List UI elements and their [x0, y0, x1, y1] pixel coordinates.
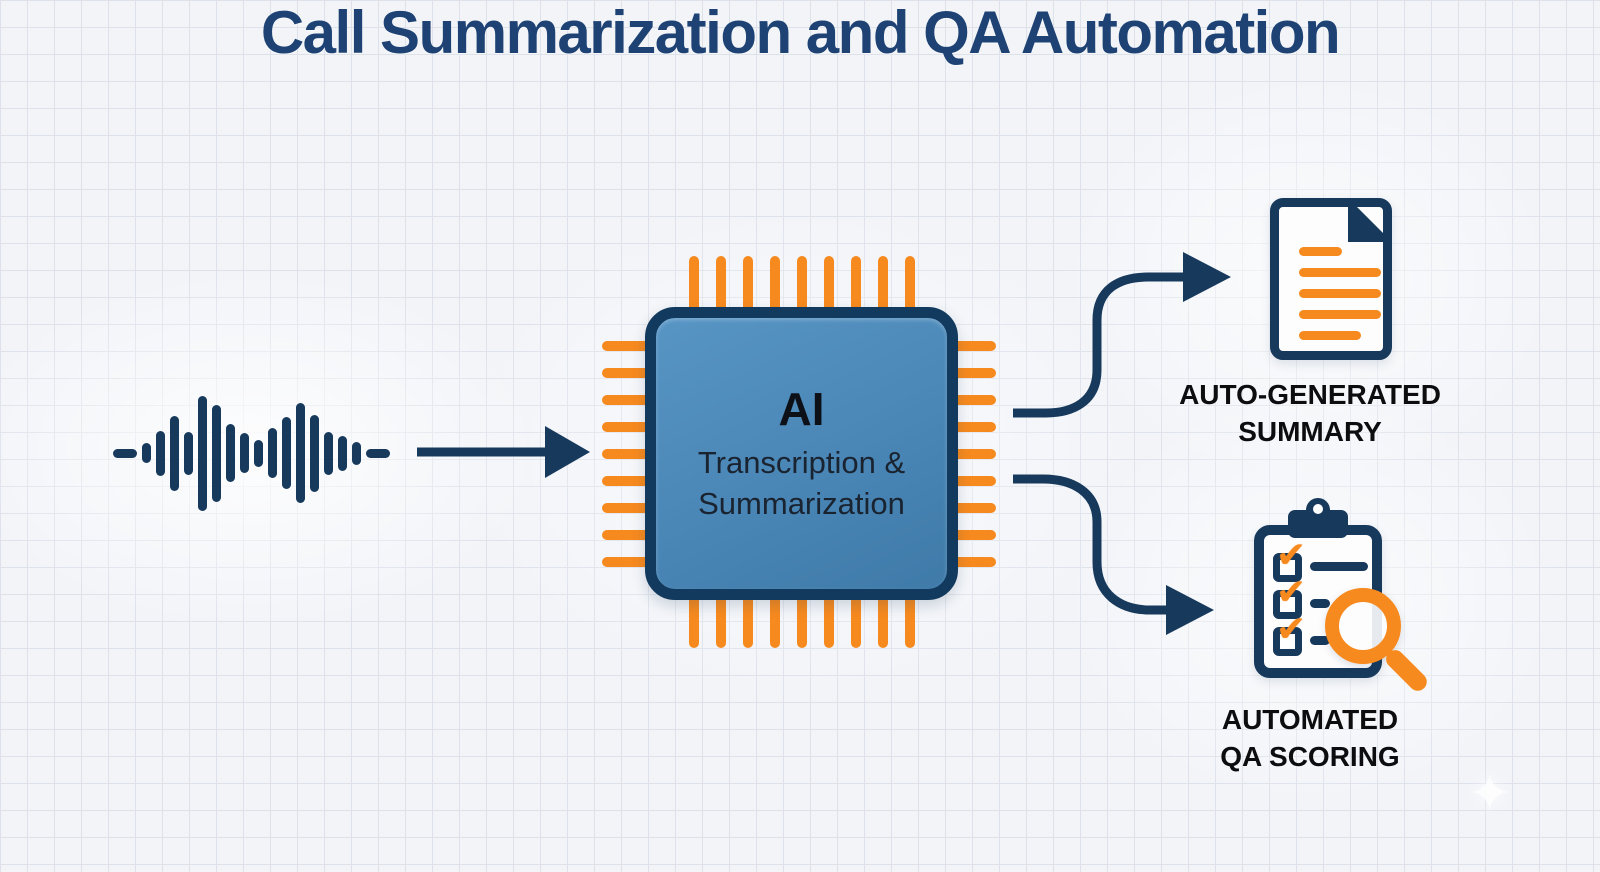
- waveform-bar: [352, 441, 361, 465]
- chip-pin: [904, 590, 915, 648]
- check-icon: ✔: [1276, 571, 1307, 612]
- summary-label: AUTO-GENERATED SUMMARY: [1100, 376, 1520, 450]
- chip-pin: [877, 256, 888, 314]
- waveform-bar: [282, 417, 291, 489]
- waveform-bar: [324, 431, 333, 475]
- waveform-bar: [142, 443, 151, 463]
- chip-pins-right: [948, 307, 996, 600]
- document-text-line: [1299, 289, 1381, 298]
- chip-pin: [602, 529, 650, 540]
- chip-label-line2: Summarization: [698, 485, 905, 521]
- chip-pin: [602, 394, 650, 405]
- chip-pin: [742, 590, 753, 648]
- magnifier-handle-icon: [1382, 646, 1431, 695]
- summary-label-line2: SUMMARY: [1238, 416, 1382, 447]
- document-icon: [1270, 198, 1392, 360]
- check-icon: ✔: [1276, 608, 1307, 649]
- waveform-start-dash: [113, 448, 137, 458]
- chip-pin: [948, 394, 996, 405]
- waveform-bars: [142, 395, 361, 511]
- chip-pin: [769, 256, 780, 314]
- chip-pins-bottom: [645, 590, 958, 648]
- chip-pin: [823, 256, 834, 314]
- checkbox-icon: [1273, 553, 1302, 582]
- qa-label-line1: AUTOMATED: [1221, 704, 1399, 735]
- waveform-bar: [240, 433, 249, 473]
- chip-pin: [602, 340, 650, 351]
- checklist-row: ✔: [1273, 611, 1373, 656]
- chip-pin: [948, 367, 996, 378]
- chip-label-line1: Transcription &: [697, 444, 906, 480]
- chip-pin: [850, 256, 861, 314]
- waveform-end-dash: [366, 448, 390, 458]
- chip-pin: [796, 590, 807, 648]
- qa-arrow-head: [1166, 585, 1214, 635]
- waveform-bar: [198, 395, 207, 511]
- waveform-bar: [310, 414, 319, 492]
- waveform-bar: [184, 431, 193, 475]
- chip-pin: [602, 367, 650, 378]
- chip-pin: [948, 340, 996, 351]
- chip-pin: [948, 448, 996, 459]
- chip-pin: [904, 256, 915, 314]
- qa-label: AUTOMATED QA SCORING: [1100, 701, 1520, 775]
- checklist-line: [1310, 599, 1330, 608]
- checklist-line: [1310, 636, 1330, 645]
- chip-pin: [602, 502, 650, 513]
- checklist-line: [1310, 562, 1368, 571]
- waveform-bar: [212, 404, 221, 502]
- waveform-bar: [156, 430, 165, 476]
- chip-pin: [948, 556, 996, 567]
- summary-label-line1: AUTO-GENERATED: [1179, 379, 1441, 410]
- audio-waveform-icon: [113, 389, 390, 517]
- waveform-bar: [296, 403, 305, 503]
- document-text-line: [1299, 247, 1342, 256]
- checkbox-icon: [1273, 590, 1302, 619]
- chip-pin: [688, 590, 699, 648]
- waveform-bar: [226, 424, 235, 482]
- chip-pin: [715, 590, 726, 648]
- qa-connector-line: [1013, 474, 1167, 615]
- document-fold-icon: [1348, 198, 1392, 242]
- document-text-line: [1299, 310, 1381, 319]
- waveform-bar: [254, 439, 263, 467]
- waveform-bar: [170, 415, 179, 491]
- chip-pin: [602, 556, 650, 567]
- document-text-line: [1299, 268, 1381, 277]
- chip-pin: [715, 256, 726, 314]
- input-arrow-head: [545, 426, 590, 478]
- chip-pin: [688, 256, 699, 314]
- document-text-line: [1299, 331, 1361, 340]
- chip-pins-left: [602, 307, 650, 600]
- chip-pin: [877, 590, 888, 648]
- checklist-row: ✔: [1273, 574, 1373, 619]
- clipboard-magnifier-icon: ✔ ✔ ✔: [1254, 498, 1431, 695]
- qa-label-line2: QA SCORING: [1220, 741, 1400, 772]
- chip-pin: [948, 529, 996, 540]
- chip-pin: [742, 256, 753, 314]
- chip-pin: [796, 256, 807, 314]
- sparkle-icon: ✦: [1468, 765, 1512, 823]
- chip-pin: [602, 448, 650, 459]
- chip-pin: [823, 590, 834, 648]
- chip-pin: [769, 590, 780, 648]
- page-title: Call Summarization and QA Automation: [260, 0, 1341, 66]
- chip-pin: [850, 590, 861, 648]
- ai-chip-icon: AI Transcription & Summarization: [645, 307, 958, 600]
- checklist-row: ✔: [1273, 537, 1373, 582]
- summary-arrow-head: [1183, 252, 1231, 302]
- checkbox-icon: [1273, 627, 1302, 656]
- chip-pin: [948, 421, 996, 432]
- check-icon: ✔: [1276, 534, 1307, 575]
- chip-pin: [948, 475, 996, 486]
- waveform-bar: [338, 435, 347, 471]
- chip-pins-top: [645, 256, 958, 314]
- chip-pin: [602, 475, 650, 486]
- clipboard-knob-hole: [1313, 504, 1323, 514]
- chip-label-ai: AI: [778, 382, 825, 435]
- chip-pin: [602, 421, 650, 432]
- waveform-bar: [268, 428, 277, 478]
- chip-pin: [948, 502, 996, 513]
